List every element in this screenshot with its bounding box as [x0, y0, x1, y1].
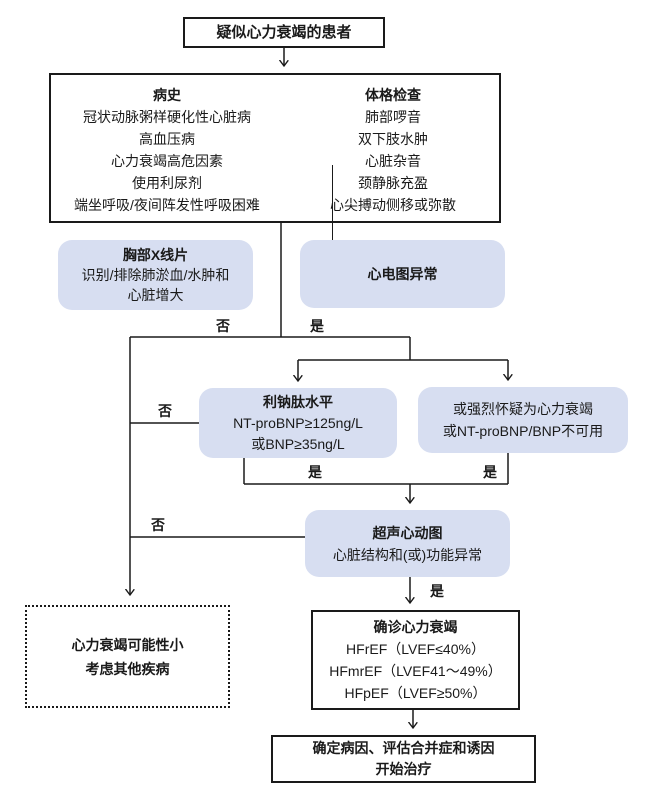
bnp-node: 利钠肽水平 NT-proBNP≥125ng/L 或BNP≥35ng/L — [199, 388, 397, 458]
physical-item: 心尖搏动侧移或弥散 — [330, 197, 456, 213]
history-item: 心力衰竭高危因素 — [111, 153, 223, 169]
confirm-heading: 确诊心力衰竭 — [373, 619, 458, 635]
echo-no-label: 否 — [151, 517, 165, 533]
history-column: 病史 冠状动脉粥样硬化性心脏病 高血压病 心力衰竭高危因素 使用利尿剂 端坐呼吸… — [51, 84, 283, 216]
suspect-line: 或NT-proBNP/BNP不可用 — [442, 423, 604, 439]
xray-line: 识别/排除肺淤血/水肿和 — [81, 267, 230, 283]
history-item: 冠状动脉粥样硬化性心脏病 — [83, 109, 251, 125]
xray-node: 胸部X线片 识别/排除肺淤血/水肿和 心脏增大 — [58, 240, 253, 310]
physical-heading: 体格检查 — [365, 87, 421, 103]
history-item: 高血压病 — [139, 131, 195, 147]
echo-line: 心脏结构和(或)功能异常 — [332, 546, 483, 563]
confirm-line: HFrEF（LVEF≤40%） — [346, 641, 485, 657]
final-node: 确定病因、评估合并症和诱因 开始治疗 — [271, 735, 536, 783]
unlikely-node: 心力衰竭可能性小 考虑其他疾病 — [25, 605, 230, 708]
assessment-node: 病史 冠状动脉粥样硬化性心脏病 高血压病 心力衰竭高危因素 使用利尿剂 端坐呼吸… — [49, 73, 503, 280]
confirm-node: 确诊心力衰竭 HFrEF（LVEF≤40%） HFmrEF（LVEF41～49%… — [311, 610, 520, 710]
bnp-line: NT-proBNP≥125ng/L — [233, 414, 363, 431]
bnp-line: 或BNP≥35ng/L — [251, 435, 345, 452]
physical-column: 体格检查 肺部啰音 双下肢水肿 心脏杂音 颈静脉充盈 心尖搏动侧移或弥散 — [283, 84, 503, 216]
confirm-line: HFmrEF（LVEF41～49%） — [329, 663, 502, 679]
physical-item: 双下肢水肿 — [358, 131, 428, 147]
physical-item: 颈静脉充盈 — [358, 175, 428, 191]
final-line: 确定病因、评估合并症和诱因 — [312, 740, 495, 756]
xray-heading: 胸部X线片 — [122, 247, 189, 263]
echo-yes-label: 是 — [430, 583, 444, 599]
history-item: 端坐呼吸/夜间阵发性呼吸困难 — [74, 197, 260, 213]
bnp-no-label: 否 — [158, 403, 172, 419]
suspect-line: 或强烈怀疑为心力衰竭 — [453, 401, 593, 417]
final-line: 开始治疗 — [375, 761, 432, 777]
history-heading: 病史 — [153, 87, 181, 103]
bnp-yes-label: 是 — [308, 464, 322, 480]
xray-line: 心脏增大 — [127, 287, 184, 303]
physical-item: 心脏杂音 — [365, 153, 421, 169]
echo-heading: 超声心动图 — [372, 524, 443, 541]
branch-no-label: 否 — [216, 318, 230, 334]
start-node-label: 疑似心力衰竭的患者 — [216, 24, 352, 41]
physical-item: 肺部啰音 — [365, 109, 421, 125]
ecg-label: 心电图异常 — [367, 265, 438, 282]
assessment-divider — [332, 165, 333, 280]
unlikely-line: 心力衰竭可能性小 — [71, 636, 184, 653]
branch-yes-label: 是 — [310, 318, 324, 334]
start-node: 疑似心力衰竭的患者 — [183, 17, 385, 48]
ecg-node: 心电图异常 — [300, 240, 505, 308]
echo-node: 超声心动图 心脏结构和(或)功能异常 — [305, 510, 510, 577]
unlikely-line: 考虑其他疾病 — [85, 660, 170, 677]
bnp-heading: 利钠肽水平 — [263, 393, 333, 410]
suspect-node: 或强烈怀疑为心力衰竭 或NT-proBNP/BNP不可用 — [418, 387, 628, 453]
suspect-yes-label: 是 — [483, 464, 497, 480]
confirm-line: HFpEF（LVEF≥50%） — [344, 685, 487, 701]
history-item: 使用利尿剂 — [132, 175, 202, 191]
